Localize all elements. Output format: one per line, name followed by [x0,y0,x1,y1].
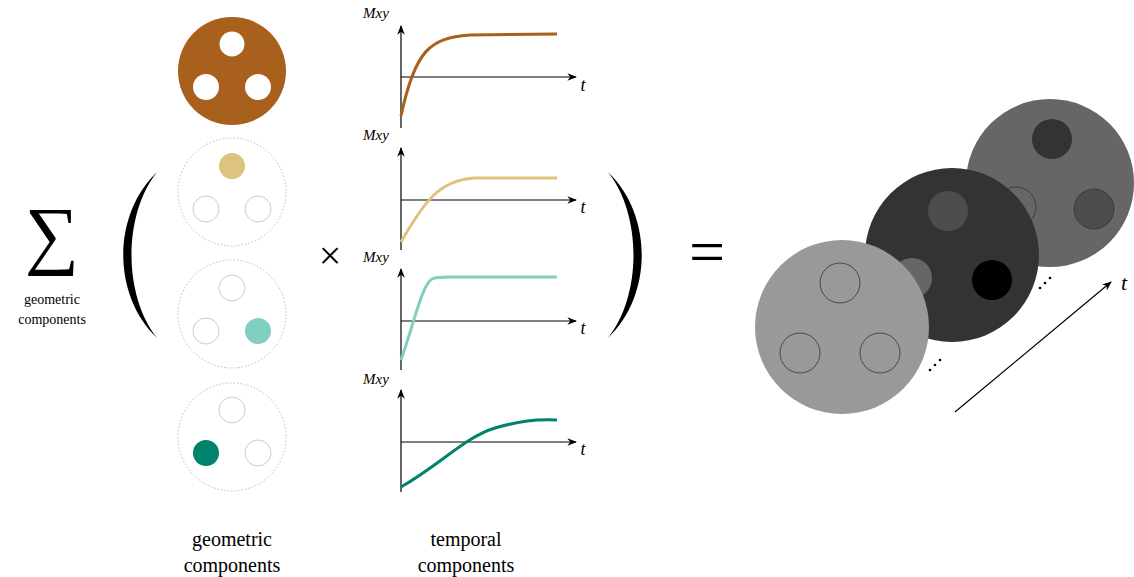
equals-symbol: = [677,220,737,284]
image-frame-front [755,240,929,414]
axis-label: t [1115,272,1133,294]
temporal-plot-3 [401,269,576,370]
column-caption: geometric components [167,526,297,577]
left-parenthesis [123,172,157,338]
column-caption: temporal components [401,526,531,577]
temporal-plot-1 [401,26,576,128]
axis-label: t [575,440,591,458]
time-arrow [955,282,1111,412]
axis-label: Mxy [351,126,401,144]
right-parenthesis [608,172,642,338]
sum-subscript: geometric components [7,290,97,331]
geometric-component-background [178,17,286,125]
geometric-component-right [178,260,286,368]
geometric-component-top [178,138,286,246]
sum-symbol: ∑ [12,196,92,272]
axis-label: t [575,319,591,337]
temporal-plot-4 [401,390,576,492]
geometric-component-left [178,383,286,491]
axis-label: Mxy [351,4,401,22]
ellipsis-dots [929,277,1052,372]
times-symbol: × [310,236,350,276]
axis-label: Mxy [351,370,401,388]
axis-label: t [575,198,591,216]
axis-label: t [575,76,591,94]
temporal-plot-2 [401,148,576,250]
axis-label: Mxy [351,248,401,266]
